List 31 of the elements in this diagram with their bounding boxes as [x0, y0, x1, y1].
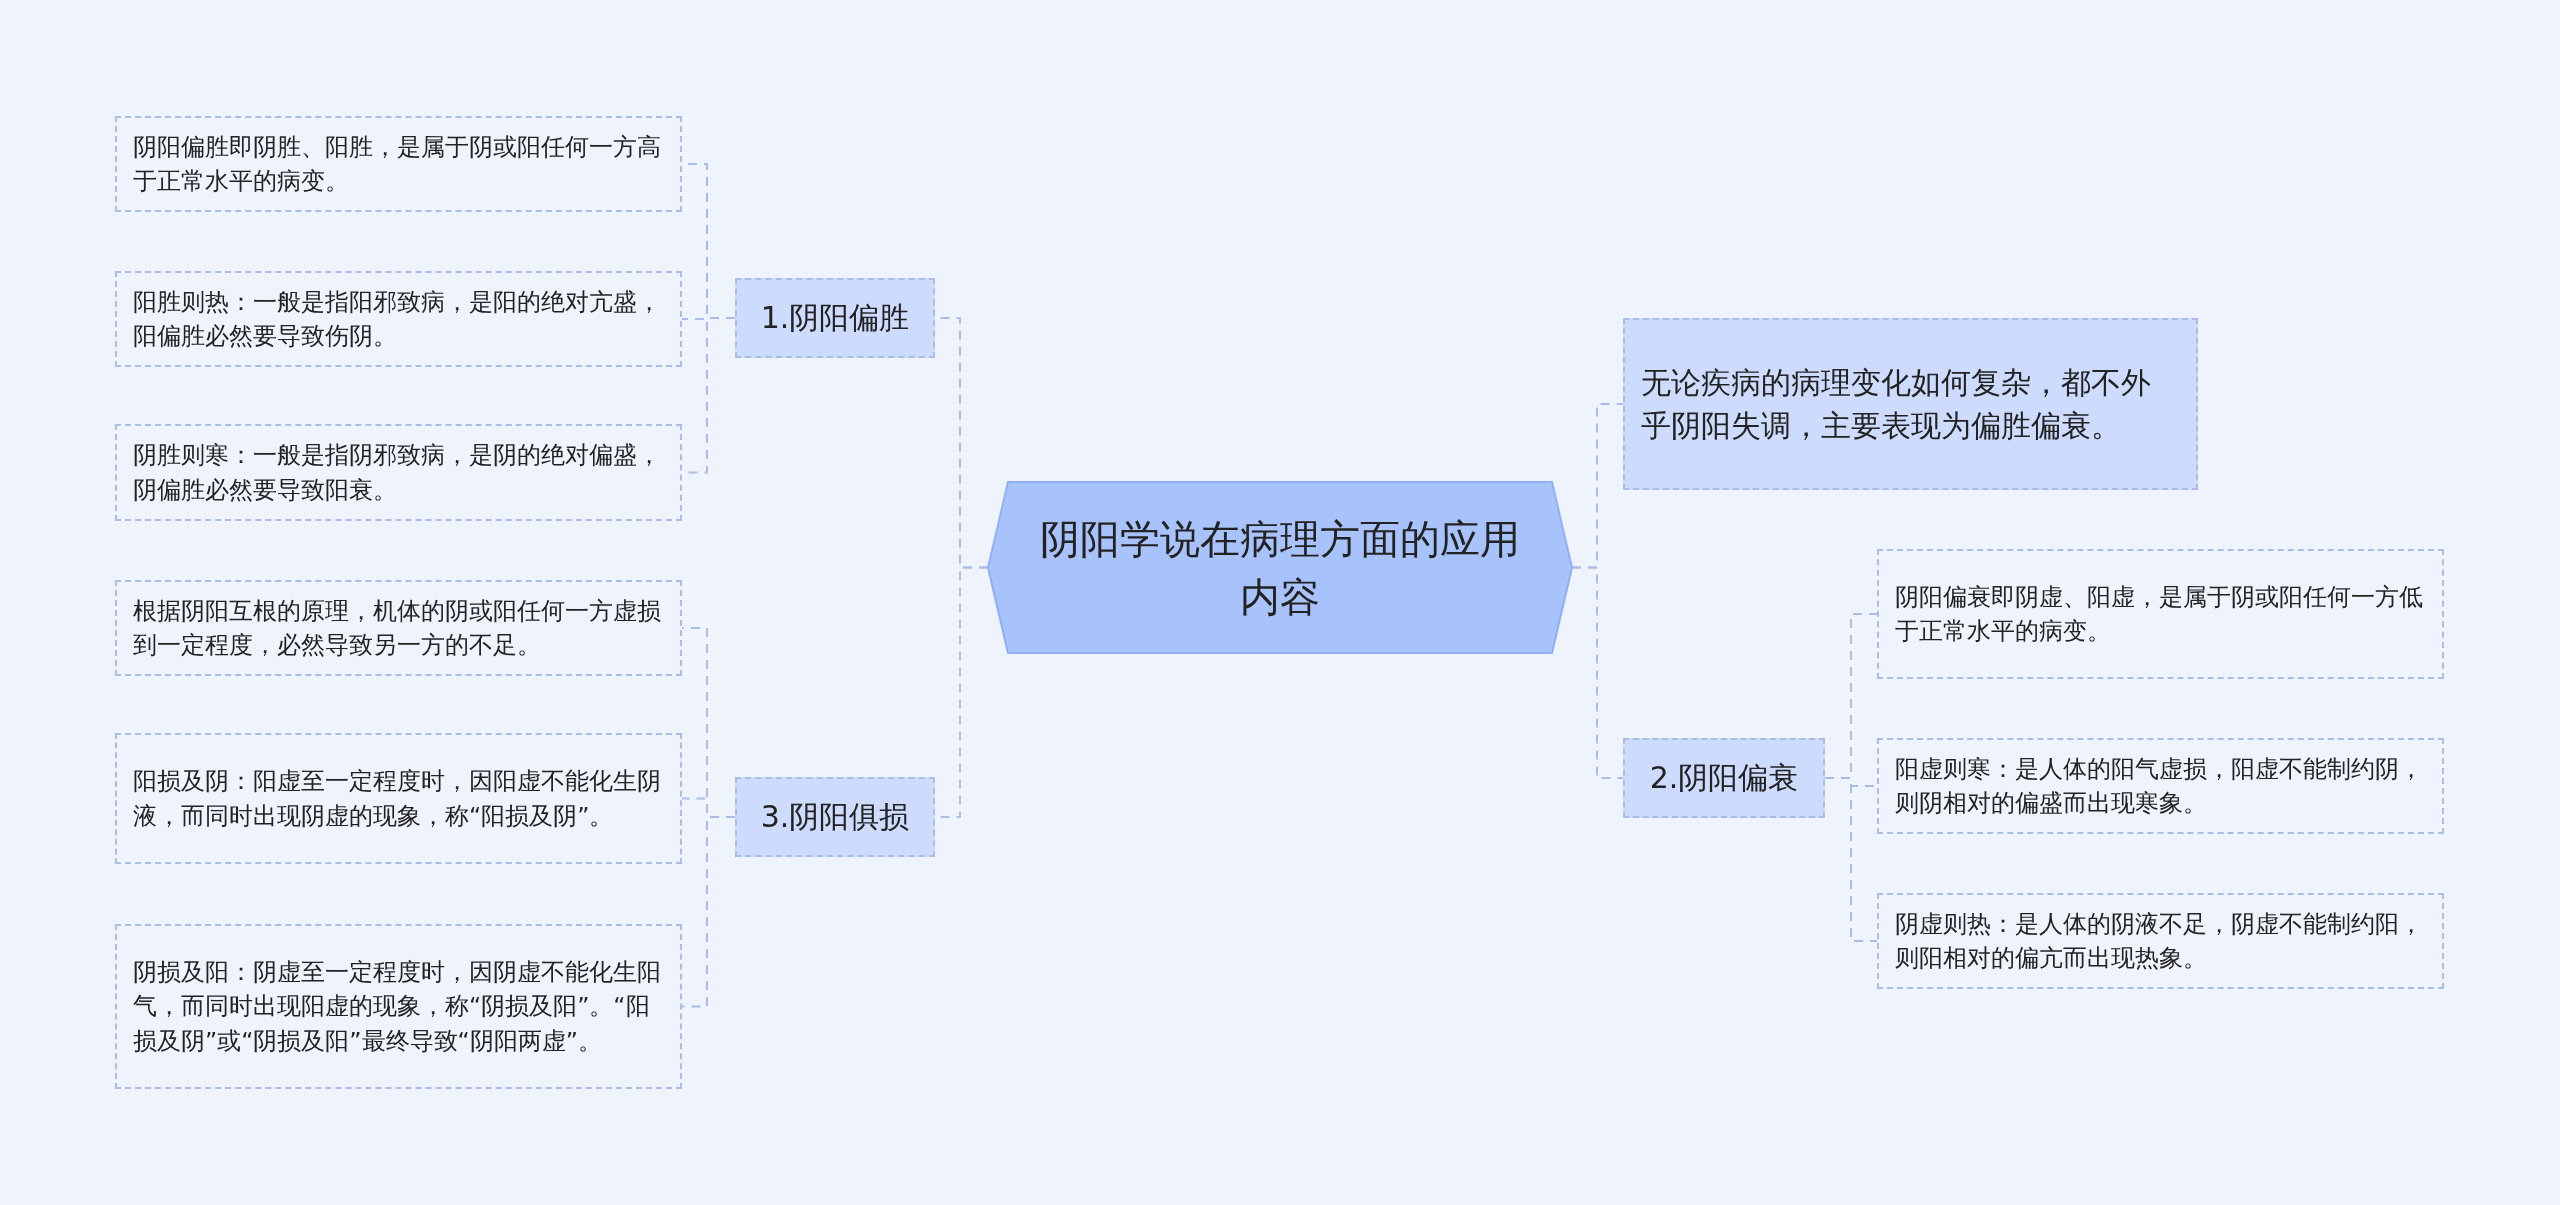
connector-line [681, 816, 736, 1008]
topic-text: 无论疾病的病理变化如何复杂，都不外乎阴阳失调，主要表现为偏胜偏衰。 [1641, 363, 2152, 445]
branch-topic-box [735, 777, 935, 857]
leaf-topic-box [1877, 893, 2444, 989]
leaf-topic-box [115, 924, 682, 1089]
topic-text: 2.阴阳偏衰 [1649, 759, 1799, 798]
central-topic-hexagon [988, 482, 1572, 653]
note-box [1623, 318, 2198, 490]
topic-text: 阳损及阴：阳虚至一定程度时，因阳虚不能化生阴液，而同时出现阴虚的现象，称“阳损及阴”。 [133, 766, 662, 832]
topic-text: 阴虚则热：是人体的阴液不足，阴虚不能制约阳，则阳相对的偏亢而出现热象。 [1895, 908, 2424, 974]
connector-line [1571, 566, 1624, 779]
topic-text: 阴胜则寒：一般是指阴邪致病，是阴的绝对偏盛，阴偏胜必然要导致阳衰。 [133, 440, 662, 506]
branch-topic-box [735, 278, 935, 358]
leaf-topic-box [115, 116, 682, 212]
topic-text: 阴损及阳：阴虚至一定程度时，因阴虚不能化生阳气，而同时出现阳虚的现象，称“阴损及阳”。“阳损及阴”或“阴损及阳”最终导致“阴阳两虚”。 [133, 957, 662, 1057]
connector-line [1824, 777, 1878, 942]
branch-topic-box [1623, 738, 1825, 818]
leaf-topic-box [115, 424, 682, 521]
topic-text: 阴阳偏衰即阴虚、阳虚，是属于阴或阳任何一方低于正常水平的病变。 [1895, 581, 2424, 647]
leaf-topic-box [115, 580, 682, 676]
topic-text: 根据阴阳互根的原理，机体的阴或阳任何一方虚损到一定程度，必然导致另一方的不足。 [133, 595, 662, 661]
leaf-topic-box [115, 733, 682, 864]
topic-text: 阳胜则热：一般是指阳邪致病，是阳的绝对亢盛，阳偏胜必然要导致伤阴。 [133, 286, 662, 352]
topic-text: 阴阳偏胜即阴胜、阳胜，是属于阴或阳任何一方高于正常水平的病变。 [133, 131, 662, 197]
leaf-topic-box [115, 271, 682, 367]
topic-text: 1.阴阳偏胜 [760, 299, 910, 338]
leaf-topic-box [1877, 549, 2444, 679]
leaf-topic-box [1877, 738, 2444, 834]
topic-text: 3.阴阳俱损 [760, 798, 910, 837]
topic-text: 阳虚则寒：是人体的阳气虚损，阳虚不能制约阴，则阴相对的偏盛而出现寒象。 [1895, 753, 2424, 819]
topic-text: 阴阳学说在病理方面的应用内容 [1039, 514, 1521, 622]
